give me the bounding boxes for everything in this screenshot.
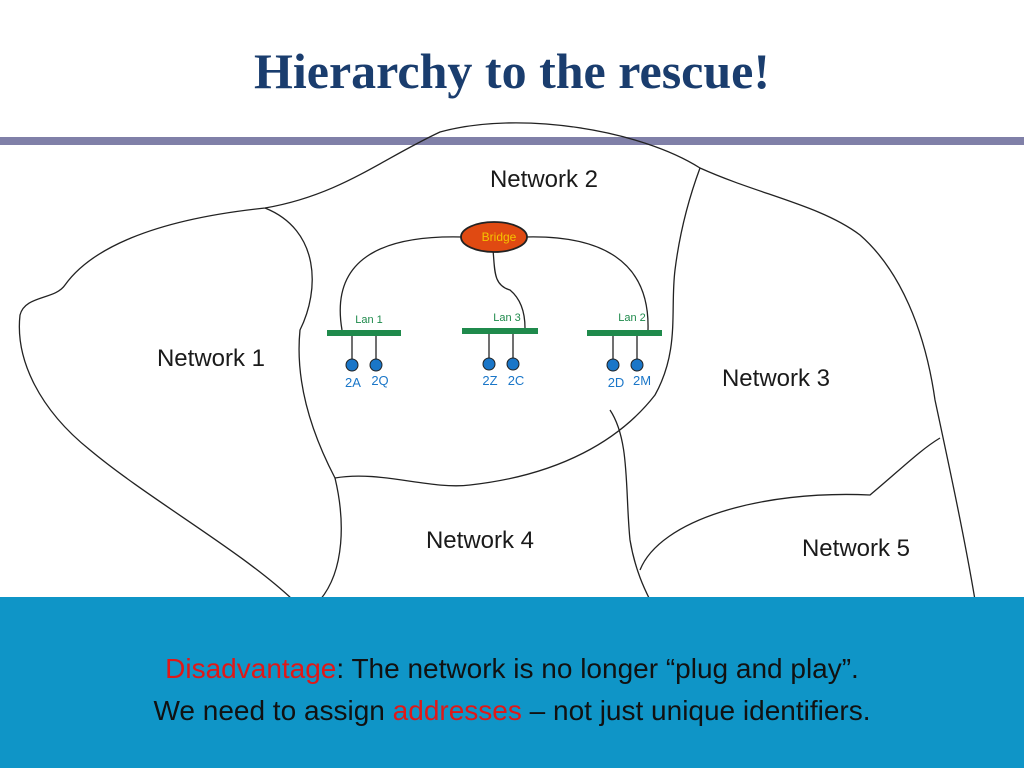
host-2q-label: 2Q	[371, 373, 388, 388]
network-4-label: Network 4	[426, 527, 534, 554]
bridge-link-lan2	[524, 236, 649, 331]
footer-line-1-rest: : The network is no longer “plug and pla…	[336, 653, 859, 684]
lan3-bar	[462, 328, 538, 334]
lan1-bar	[327, 330, 401, 336]
bridge-link-lan3	[492, 249, 526, 329]
network-3-label: Network 3	[722, 365, 830, 392]
host-2m-node[interactable]	[630, 358, 644, 372]
bridge-node[interactable]	[460, 221, 528, 253]
network-diagram: Bridge Lan 1 Lan 3 Lan 2 2A 2Q 2Z 2C 2D …	[18, 122, 976, 600]
footer-banner	[0, 597, 1024, 768]
host-2d-node[interactable]	[606, 358, 620, 372]
bridge-link-lan1	[339, 236, 463, 331]
bridge-label: Bridge	[482, 230, 517, 244]
network-5-label: Network 5	[802, 535, 910, 562]
footer-line-2-end: – not just unique identifiers.	[521, 695, 871, 726]
lan2-label: Lan 2	[618, 312, 646, 324]
network-2-label: Network 2	[490, 166, 598, 193]
title-divider	[0, 137, 1024, 145]
host-2q-node[interactable]	[369, 358, 383, 372]
host-2c-node[interactable]	[506, 357, 520, 371]
lan1-label: Lan 1	[355, 314, 383, 326]
host-2z-label: 2Z	[482, 373, 497, 388]
addresses-highlight: addresses	[392, 695, 522, 726]
footer-line-2: We need to assign addresses – not just u…	[0, 690, 1024, 732]
host-2a-node[interactable]	[345, 358, 359, 372]
footer-text: Disadvantage: The network is no longer “…	[0, 648, 1024, 732]
network-3-4-boundary	[609, 409, 651, 600]
footer-line-2-start: We need to assign	[153, 695, 393, 726]
lan2-bar	[587, 330, 662, 336]
host-2d-label: 2D	[608, 375, 625, 390]
network-1-label: Network 1	[157, 345, 265, 372]
host-2m-label: 2M	[633, 373, 651, 388]
slide-title: Hierarchy to the rescue!	[253, 43, 771, 99]
network-1-4-boundary	[319, 477, 342, 600]
network-3-5-boundary	[639, 437, 941, 571]
footer-line-1: Disadvantage: The network is no longer “…	[0, 648, 1024, 690]
disadvantage-highlight: Disadvantage	[165, 653, 337, 684]
host-2z-node[interactable]	[482, 357, 496, 371]
outer-boundary	[18, 122, 976, 600]
network-2-boundary	[264, 167, 701, 487]
host-2c-label: 2C	[508, 373, 525, 388]
lan3-label: Lan 3	[493, 312, 521, 324]
host-2a-label: 2A	[345, 375, 361, 390]
